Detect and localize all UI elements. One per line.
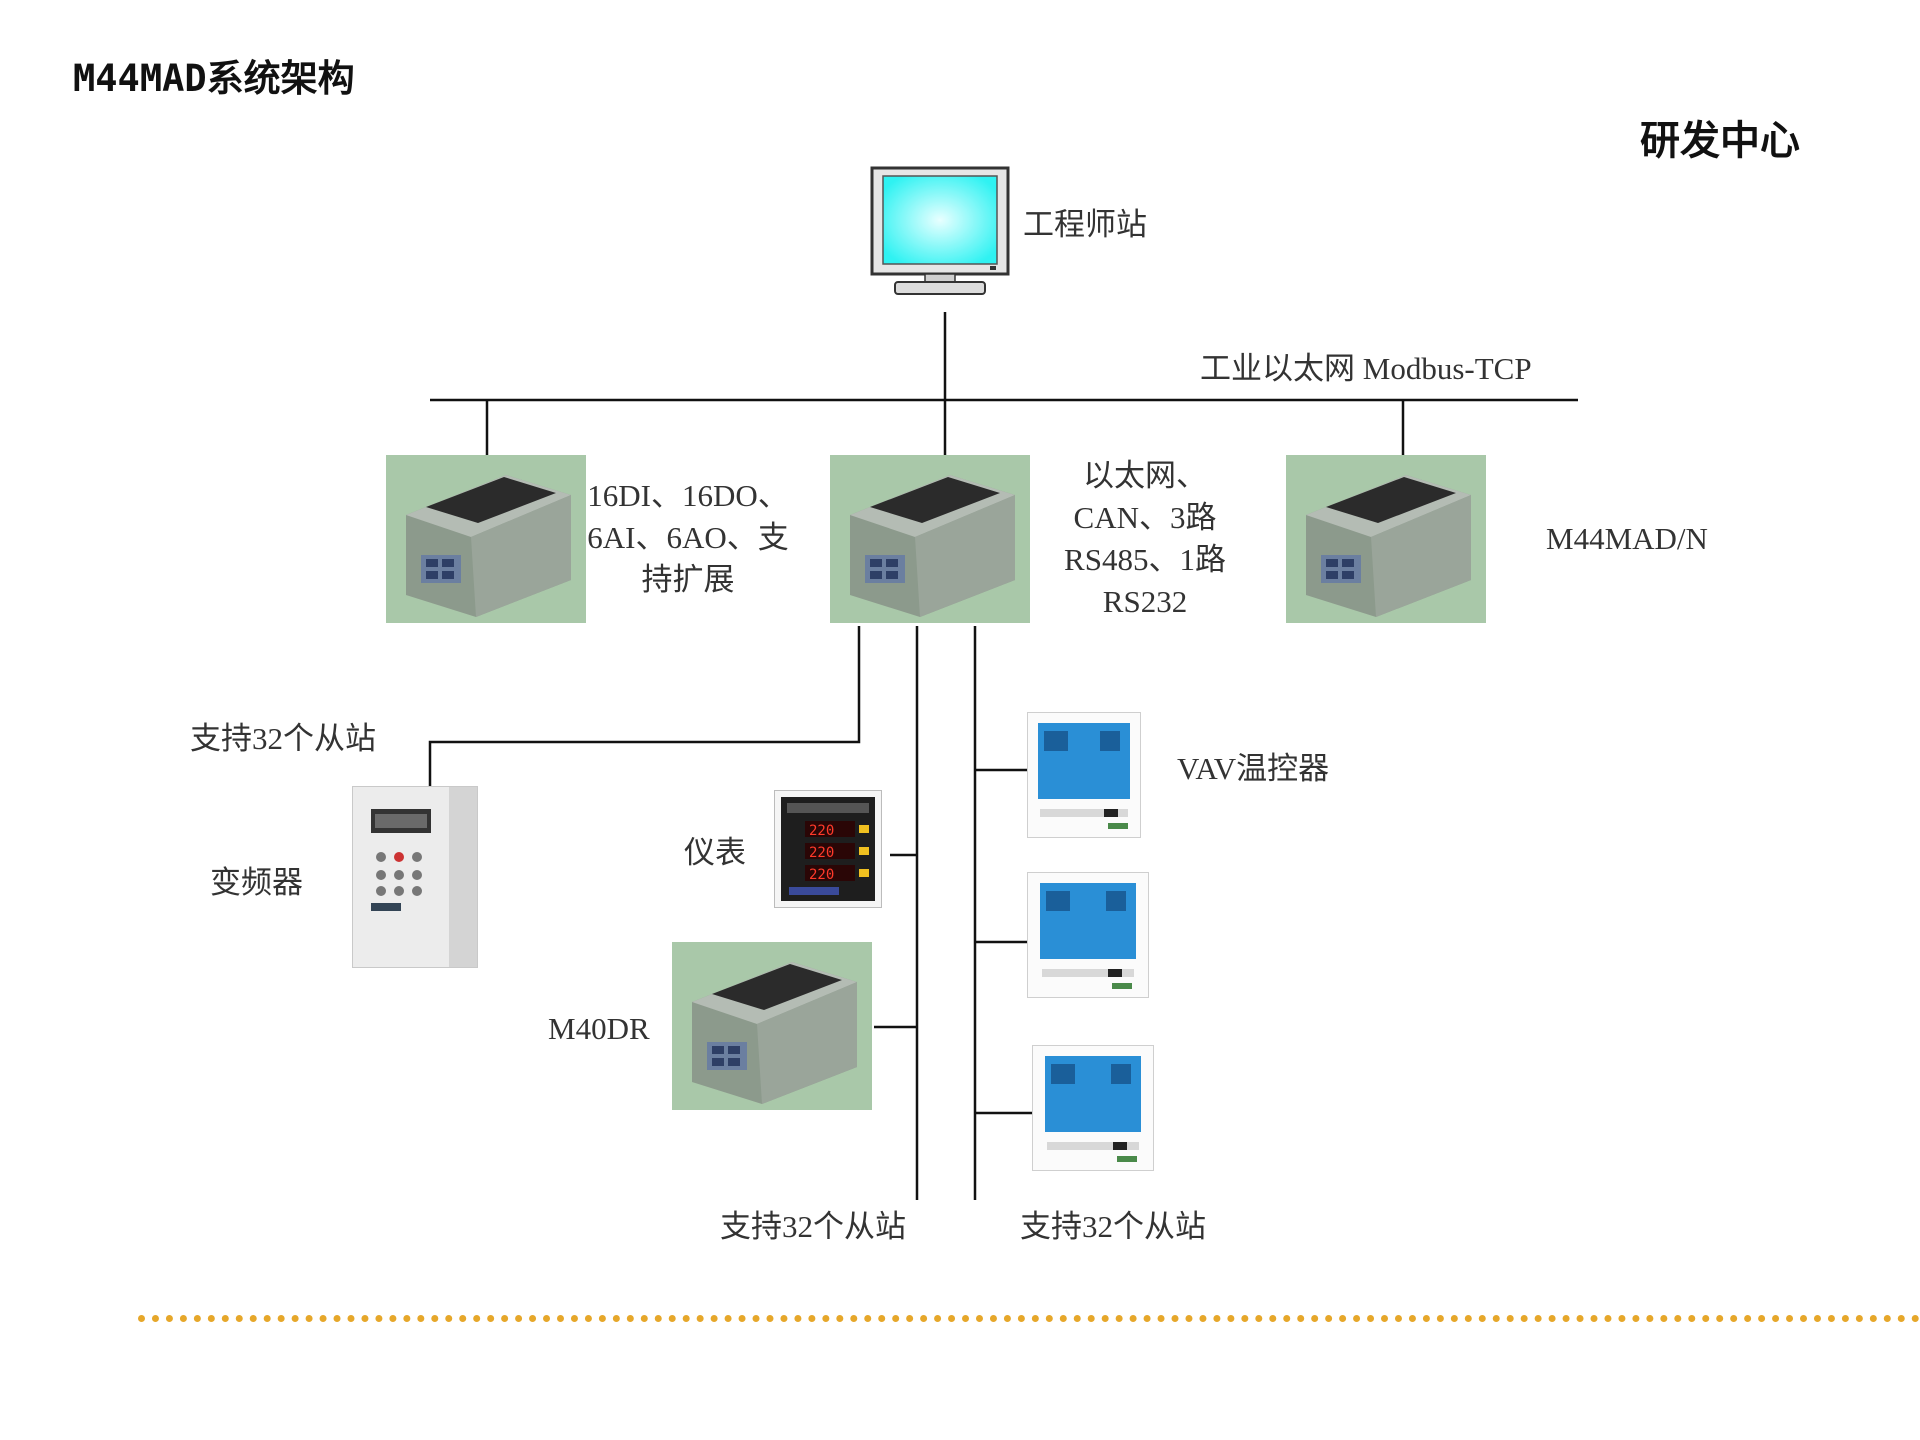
left-plc-desc-line: 6AI、6AO、支 (587, 519, 789, 555)
center-plc-desc-line: RS485、1路 (1064, 541, 1226, 577)
department-label: 研发中心 (1640, 118, 1800, 164)
center-plc-description: 以太网、 CAN、3路 RS485、1路 RS232 (1040, 455, 1250, 622)
engineer-station-label: 工程师站 (1023, 207, 1147, 242)
meter-reading: 220 (809, 867, 834, 883)
meter-reading: 220 (809, 823, 834, 839)
left-plc-description: 16DI、16DO、 6AI、6AO、支 持扩展 (582, 475, 794, 601)
slave-support-label-1: 支持32个从站 (190, 721, 376, 756)
footer-dotted-divider (138, 1315, 1920, 1322)
left-plc-desc-line: 持扩展 (641, 561, 735, 597)
left-plc-image (386, 455, 586, 623)
meter-image: 220 220 220 (774, 790, 882, 908)
slave-support-label-3: 支持32个从站 (1020, 1209, 1206, 1244)
m40dr-image (672, 942, 872, 1110)
vav-label: VAV温控器 (1177, 751, 1330, 786)
right-plc-label: M44MAD/N (1546, 521, 1708, 556)
vfd-label: 变频器 (210, 865, 303, 900)
center-plc-desc-line: CAN、3路 (1073, 499, 1217, 535)
slave-support-label-2: 支持32个从站 (720, 1209, 906, 1244)
left-plc-desc-line: 16DI、16DO、 (587, 478, 789, 513)
vfd-link-line (428, 626, 861, 786)
meter-reading: 220 (809, 845, 834, 861)
m40dr-label: M40DR (548, 1011, 650, 1046)
center-plc-desc-line: RS232 (1102, 583, 1188, 619)
center-plc-desc-line: 以太网、 (1083, 458, 1207, 493)
right-plc-image (1286, 455, 1486, 623)
center-plc-image (830, 455, 1030, 623)
vav-thermostat-2 (1027, 872, 1149, 998)
vav-thermostat-1 (1027, 712, 1141, 838)
monitor-icon (870, 166, 1010, 295)
meter-label: 仪表 (684, 835, 746, 870)
network-label: 工业以太网 Modbus-TCP (1200, 351, 1532, 386)
page-title: M44MAD系统架构 (73, 57, 355, 100)
vav-thermostat-3 (1032, 1045, 1154, 1171)
vfd-image (352, 786, 478, 968)
